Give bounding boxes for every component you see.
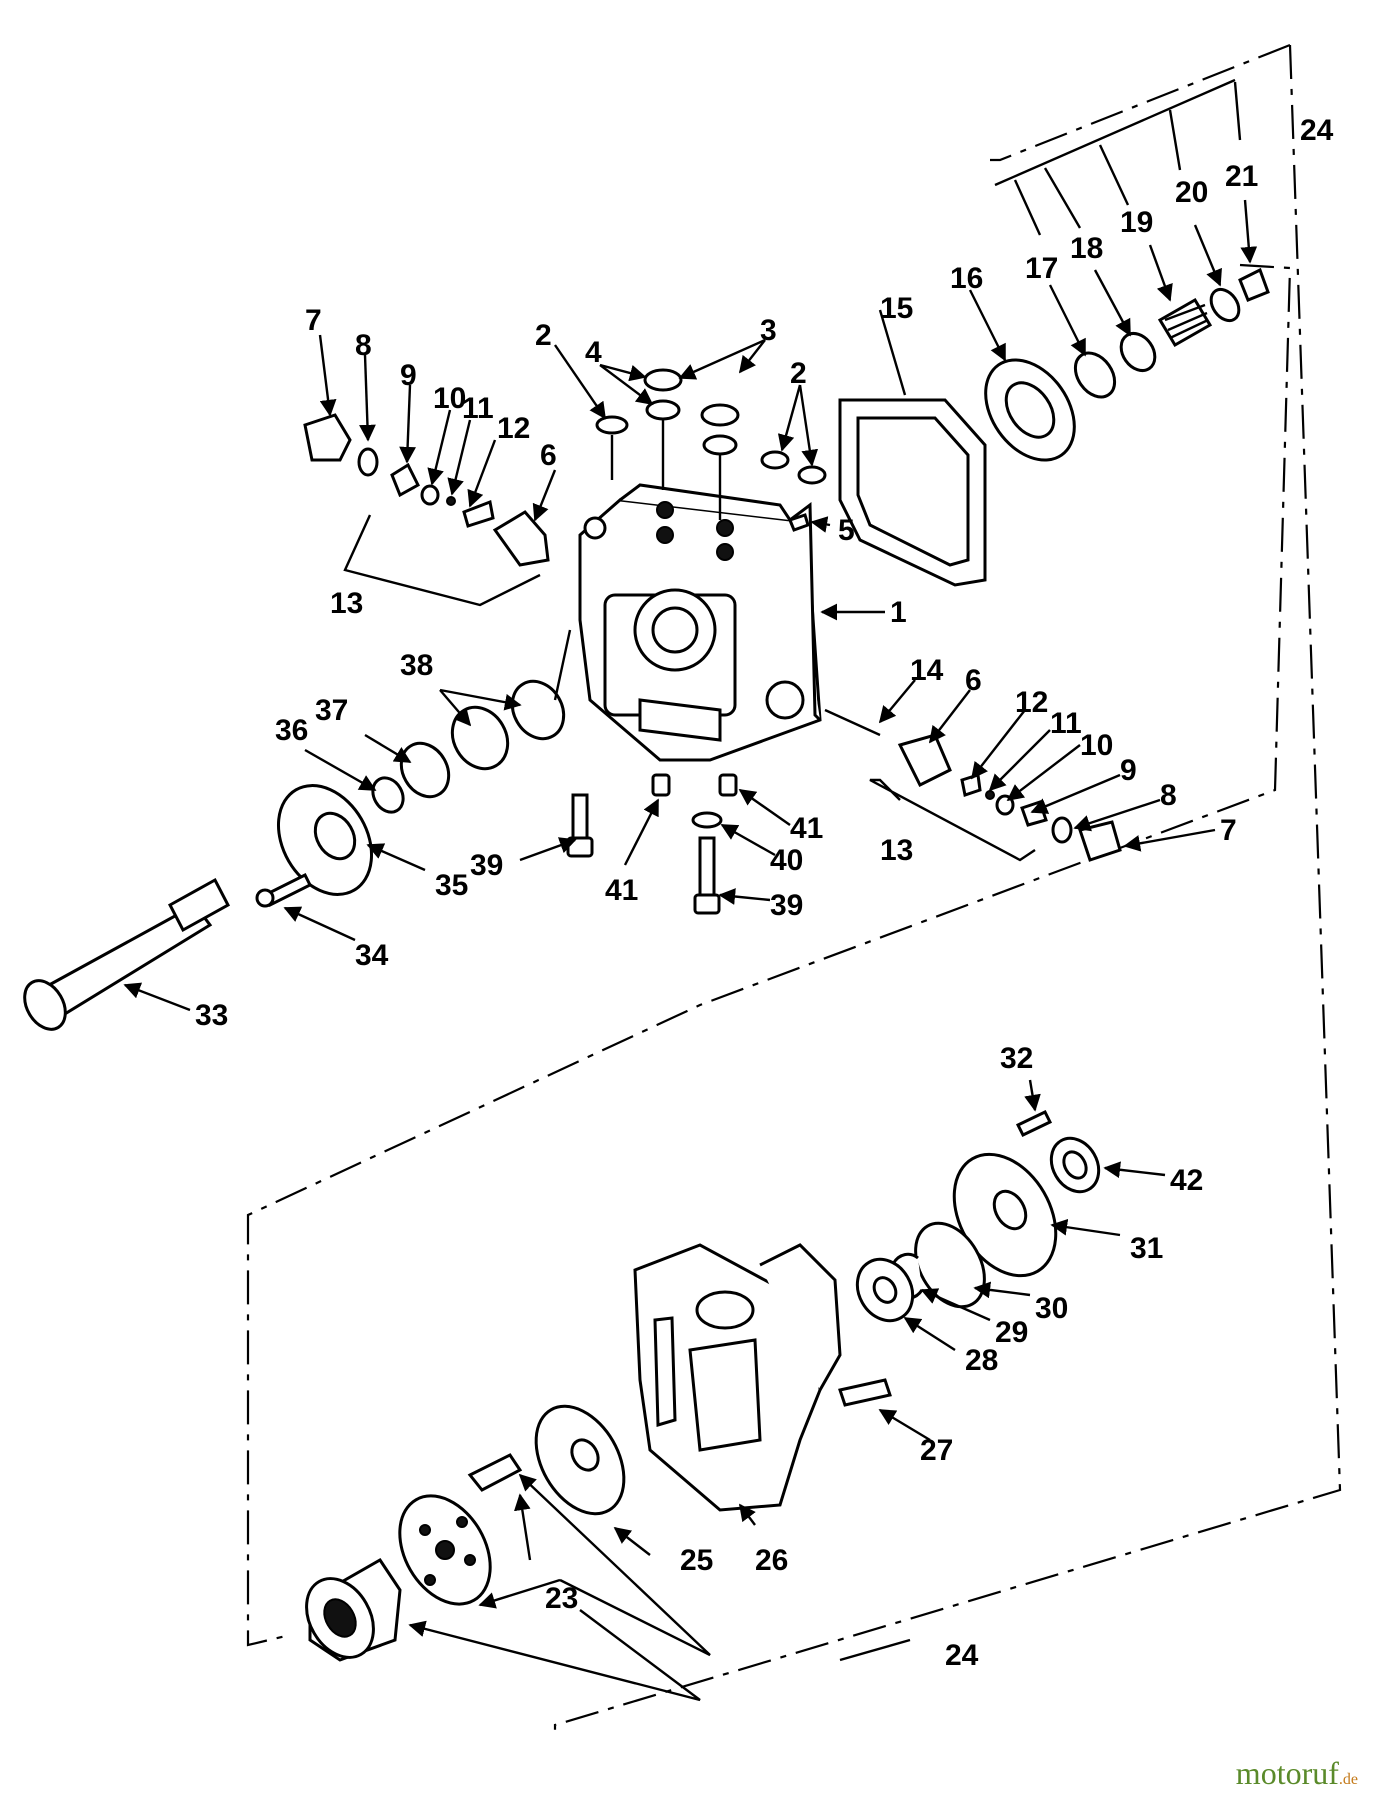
callout-8: 8 [355,329,372,362]
charge-pump-parts [984,267,1270,462]
motor-housing [633,1243,892,1512]
callout-7: 7 [1220,814,1237,847]
callout-12: 12 [497,412,530,445]
callout-42: 42 [1170,1164,1203,1197]
relief-valve-left [303,413,550,567]
motor-internals [305,1404,626,1662]
callout-23: 23 [545,1582,578,1615]
callout-24: 24 [1300,114,1334,147]
callout-13: 13 [330,587,363,620]
callout-29: 29 [995,1316,1028,1349]
callout-9: 9 [400,359,417,392]
assembly-24-boundary [246,43,1342,1735]
watermark-tld: .de [1338,1771,1358,1788]
callout-31: 31 [1130,1232,1163,1265]
callout-36: 36 [275,714,308,747]
callout-18: 18 [1070,232,1103,265]
callout-1: 1 [890,596,907,629]
callout-38: 38 [400,649,433,682]
relief-valve-right [824,708,1122,862]
callout-34: 34 [355,939,389,972]
callout-21: 21 [1225,160,1258,193]
callout-7: 7 [305,304,322,337]
callout-33: 33 [195,999,228,1032]
callout-26: 26 [755,1544,788,1577]
callout-15: 15 [880,292,913,325]
callout-10: 10 [433,382,466,415]
callout-40: 40 [770,844,803,877]
callout-4: 4 [585,336,602,369]
gasket [838,398,987,587]
callout-12: 12 [1015,686,1048,719]
callout-13: 13 [880,834,913,867]
callout-24: 24 [945,1639,979,1672]
callout-16: 16 [950,262,983,295]
shaft-bearings [276,679,566,896]
callout-9: 9 [1120,754,1137,787]
callout-39: 39 [770,889,803,922]
callout-labels: 1 2 2 3 4 5 6 6 7 7 8 8 9 9 10 10 11 11 … [195,114,1334,1672]
watermark-logo: motoruf.de [1236,1755,1358,1792]
callout-2: 2 [535,319,552,352]
callout-6: 6 [540,439,557,472]
callout-6: 6 [965,664,982,697]
callout-5: 5 [838,514,855,547]
callout-20: 20 [1175,176,1208,209]
callout-39: 39 [470,849,503,882]
bolts-and-plugs [566,773,738,915]
callout-8: 8 [1160,779,1177,812]
callout-11: 11 [1050,707,1082,740]
motor-end-parts [855,1110,1101,1323]
callout-41: 41 [790,812,823,845]
upper-seals [595,368,827,532]
callout-41: 41 [605,874,638,907]
watermark-name: motoruf [1235,1755,1339,1791]
drive-shaft [23,872,313,1031]
callout-19: 19 [1120,206,1153,239]
callout-3: 3 [760,314,777,347]
callout-25: 25 [680,1544,713,1577]
pump-housing [578,483,822,762]
callout-37: 37 [315,694,348,727]
callout-11: 11 [462,392,494,425]
callout-14: 14 [910,654,944,687]
callout-17: 17 [1025,252,1058,285]
callout-27: 27 [920,1434,953,1467]
callout-35: 35 [435,869,468,902]
callout-2: 2 [790,357,807,390]
callout-32: 32 [1000,1042,1033,1075]
callout-30: 30 [1035,1292,1068,1325]
callout-10: 10 [1080,729,1113,762]
callout-28: 28 [965,1344,998,1377]
leader-lines [123,78,1258,1702]
